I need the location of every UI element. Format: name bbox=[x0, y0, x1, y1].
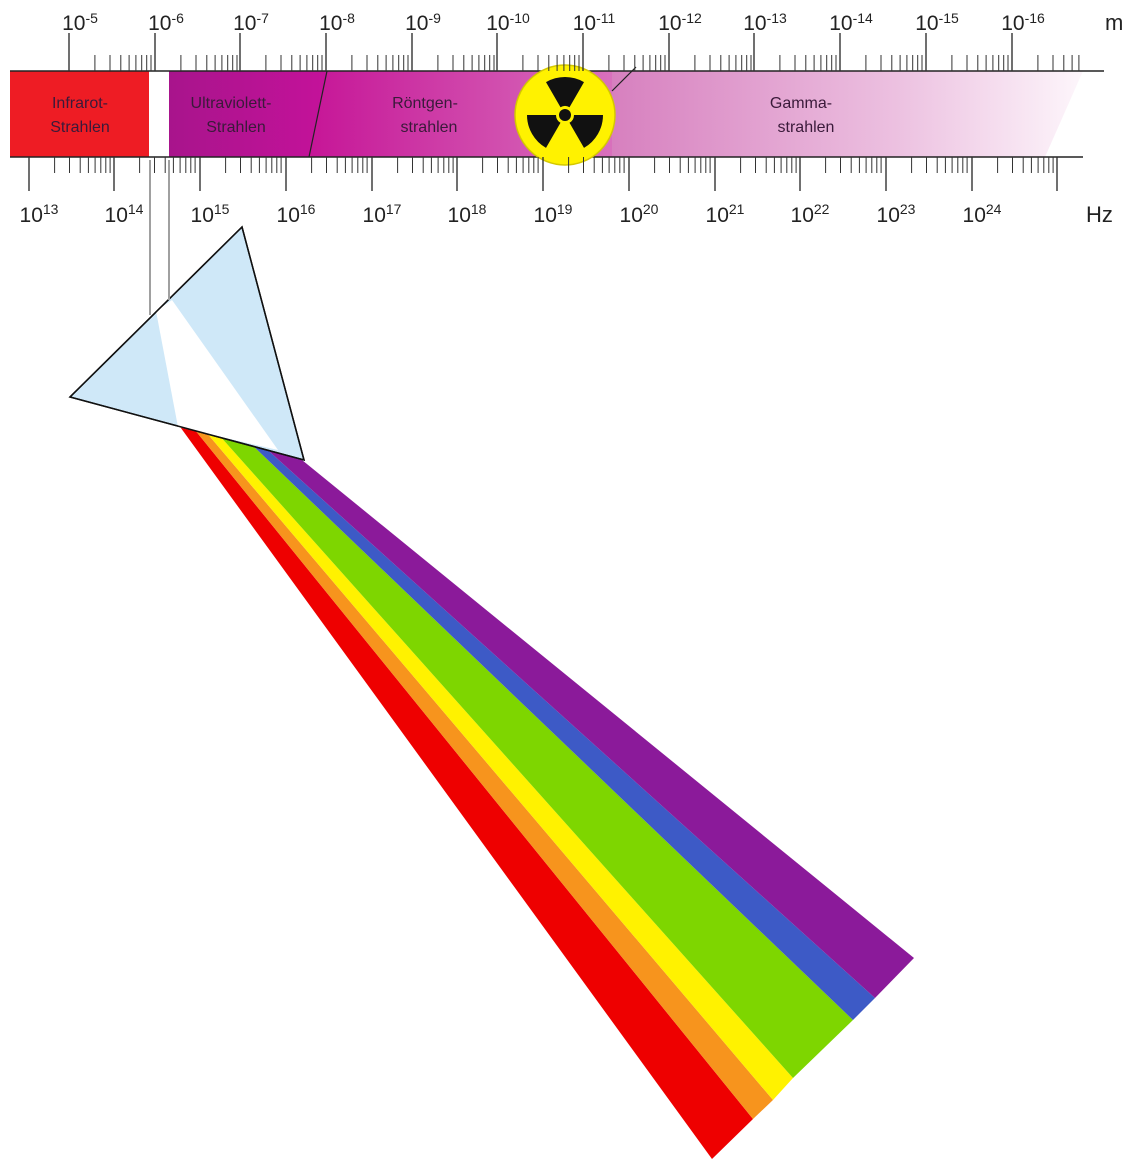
wavelength-unit: m bbox=[1105, 10, 1123, 35]
spectrum-band-violet bbox=[261, 444, 914, 998]
radiation-blade bbox=[569, 115, 603, 148]
infrared-label-line1: Infrarot- bbox=[52, 95, 108, 112]
radiation-blade bbox=[527, 115, 561, 148]
ultraviolet-label-line2: Strahlen bbox=[206, 119, 266, 136]
xray-label-line2: strahlen bbox=[401, 119, 458, 136]
wavelength-label: 10-12 bbox=[658, 10, 702, 35]
gamma-region bbox=[612, 71, 1083, 157]
frequency-unit: Hz bbox=[1086, 202, 1113, 227]
spectrum-band-yellow bbox=[206, 432, 793, 1100]
frequency-label: 1020 bbox=[620, 201, 659, 227]
wavelength-label: 10-16 bbox=[1001, 10, 1045, 35]
frequency-labels: 1013 1014 1015 1016 1017 1018 1019 1020 1021 1022… bbox=[20, 201, 1002, 227]
frequency-label: 1019 bbox=[534, 201, 573, 227]
wavelength-label: 10-7 bbox=[233, 10, 269, 35]
spectrum-band-green bbox=[219, 435, 853, 1078]
frequency-label: 1016 bbox=[277, 201, 316, 227]
frequency-label: 1018 bbox=[448, 201, 487, 227]
wavelength-labels: 10-5 10-6 10-7 10-8 10-9 10-10 10-11 10-12 10-13… bbox=[62, 10, 1045, 35]
region-labels: Infrarot- Strahlen Ultraviolett- Strahle… bbox=[50, 95, 834, 136]
infrared-region bbox=[10, 71, 149, 157]
wavelength-label: 10-14 bbox=[829, 10, 873, 35]
wavelength-label: 10-11 bbox=[573, 10, 616, 35]
wavelength-ticks bbox=[68, 33, 1080, 71]
prism-light-beam bbox=[156, 300, 278, 450]
visible-light-lines bbox=[149, 160, 170, 315]
frequency-label: 1013 bbox=[20, 201, 59, 227]
prism bbox=[68, 225, 306, 462]
visible-spectrum-fan bbox=[178, 424, 914, 1159]
gamma-label-line1: Gamma- bbox=[770, 95, 832, 112]
frequency-label: 1021 bbox=[706, 201, 745, 227]
wavelength-label: 10-10 bbox=[486, 10, 530, 35]
wavelength-label: 10-5 bbox=[62, 10, 98, 35]
frequency-label: 1014 bbox=[105, 201, 144, 227]
ultraviolet-region bbox=[169, 71, 327, 157]
wavelength-label: 10-9 bbox=[405, 10, 441, 35]
ultraviolet-label-line1: Ultraviolett- bbox=[191, 95, 272, 112]
spectrum-band-orange bbox=[195, 430, 773, 1119]
gamma-label-line2: strahlen bbox=[778, 119, 835, 136]
radiation-center bbox=[559, 109, 571, 121]
wavelength-label: 10-8 bbox=[319, 10, 355, 35]
wavelength-label: 10-15 bbox=[915, 10, 959, 35]
frequency-label: 1017 bbox=[363, 201, 402, 227]
spectrum-band-blue bbox=[248, 441, 875, 1020]
wavelength-label: 10-13 bbox=[743, 10, 787, 35]
radiation-blade bbox=[546, 77, 584, 108]
visible-light-gap bbox=[149, 71, 169, 157]
xray-label-line1: Röntgen- bbox=[392, 95, 458, 112]
spectrum-band-red bbox=[178, 424, 753, 1159]
radiation-trefoil-icon bbox=[514, 64, 616, 166]
wavelength-label: 10-6 bbox=[148, 10, 184, 35]
frequency-label: 1024 bbox=[963, 201, 1002, 227]
frequency-label: 1023 bbox=[877, 201, 916, 227]
frequency-label: 1022 bbox=[791, 201, 830, 227]
infrared-label-line2: Strahlen bbox=[50, 119, 110, 136]
frequency-ticks bbox=[28, 157, 1058, 191]
frequency-label: 1015 bbox=[191, 201, 230, 227]
